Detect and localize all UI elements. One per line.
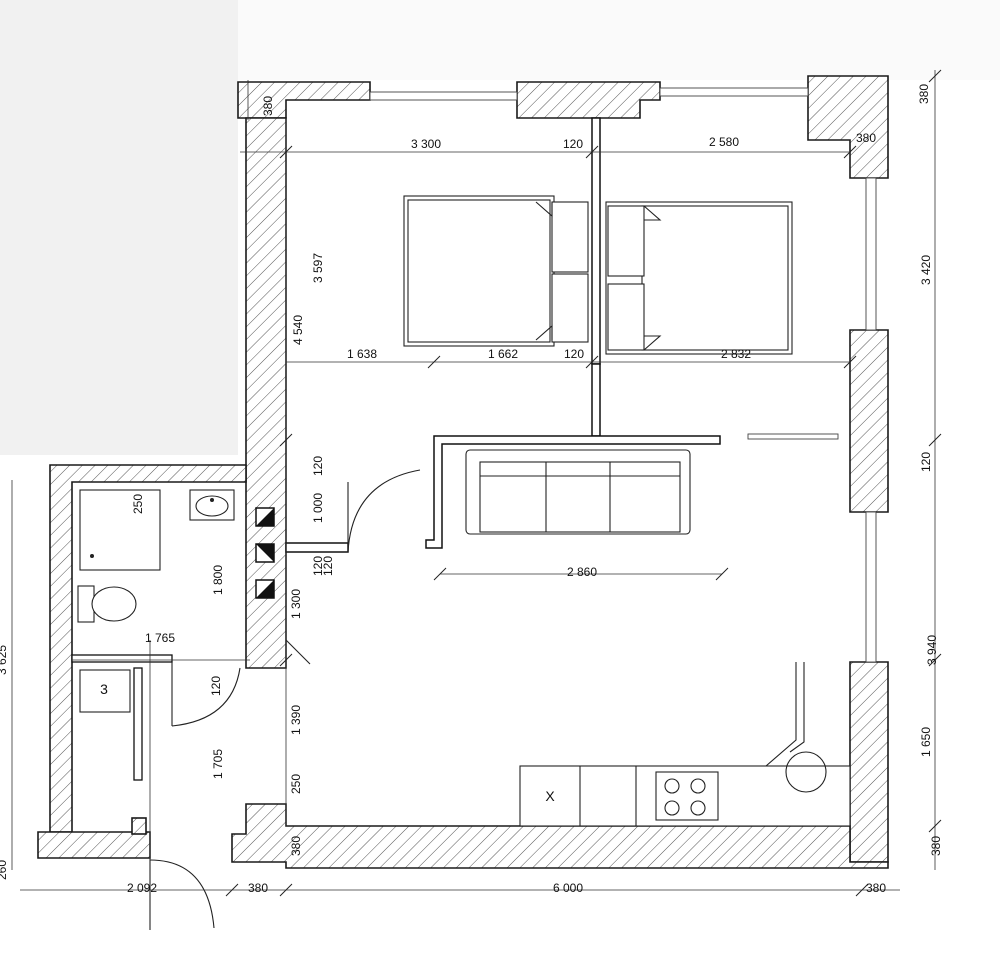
dim-1300: 1 300 [289,589,303,619]
dim-1765: 1 765 [145,631,175,645]
exterior-area-2 [238,0,1000,80]
doors [149,469,421,930]
dim-corner-right: 380 [856,131,876,145]
dimension-lines [11,70,936,891]
wall-right-low [849,661,889,863]
dim-hall-120: 120 [209,676,223,696]
wall-bottom [231,803,889,869]
dim-right-3940: 3 940 [925,635,939,665]
dim-bath-1800: 1 800 [211,565,225,595]
sink-mark-label: X [545,788,555,804]
riser-symbols [255,507,275,599]
dim-bottom-380-left: 380 [289,836,303,856]
storage-closet [79,669,131,713]
dim-left-260: 260 [0,860,9,880]
dim-kitchen-250: 250 [289,774,303,794]
dim-2832: 2 832 [721,347,751,361]
dim-top-wall-left: 380 [261,96,275,116]
toilet [77,585,137,623]
shower-tray [79,489,161,571]
dim-bottom-380b: 380 [866,881,886,895]
dimension-ticks [225,69,942,897]
dim-1705: 1 705 [211,749,225,779]
dimension-labels: 380 3 300 120 2 580 380 380 3 597 4 540 … [0,84,943,895]
dim-6000: 6 000 [553,881,583,895]
dim-top-wall-right: 380 [917,84,931,104]
dim-room1-width: 3 300 [411,137,441,151]
bed-left [403,195,589,347]
dim-sofa-2860: 2 860 [567,565,597,579]
wall-top-left [237,81,371,119]
dim-partition-top: 120 [563,137,583,151]
walls [37,75,889,869]
door-arc-bath [171,667,241,727]
dim-bottom-380-right: 380 [929,836,943,856]
dim-room2-width: 2 580 [709,135,739,149]
dim-1000: 1 000 [311,493,325,523]
dim-door-120: 120 [311,556,325,576]
dim-partition-mid: 120 [564,347,584,361]
partitions [71,117,721,781]
wall-top-right [807,75,889,179]
wall-left-upper [245,117,287,669]
wall-top-mid [516,81,661,119]
wall-right-mid [849,329,889,513]
dim-right-1650: 1 650 [919,727,933,757]
dim-2092: 2 092 [127,881,157,895]
kitchen [519,662,851,827]
dim-left-3625: 3 625 [0,645,9,675]
wall-bath-bottom [37,831,151,859]
sofa [465,449,691,535]
washbasin [189,489,235,521]
windows [369,87,877,663]
dim-door-120b: 120 [321,556,335,576]
bed-right [605,201,793,355]
dim-bath-250: 250 [131,494,145,514]
dim-room1-height: 3 597 [311,253,325,283]
exterior-area [0,0,238,455]
dim-left-height: 4 540 [291,315,305,345]
door-arc-entry [149,859,215,929]
wall-bath-stub [131,817,147,835]
door-arc-living [347,469,421,553]
dim-right-height: 3 420 [919,255,933,285]
dim-1638: 1 638 [347,347,377,361]
dim-wall-120-right: 120 [919,452,933,472]
dim-wall-120a: 120 [311,456,325,476]
dim-bottom-380a: 380 [248,881,268,895]
dim-1662: 1 662 [488,347,518,361]
dim-1390: 1 390 [289,705,303,735]
storage-number-label: 3 [100,681,108,697]
